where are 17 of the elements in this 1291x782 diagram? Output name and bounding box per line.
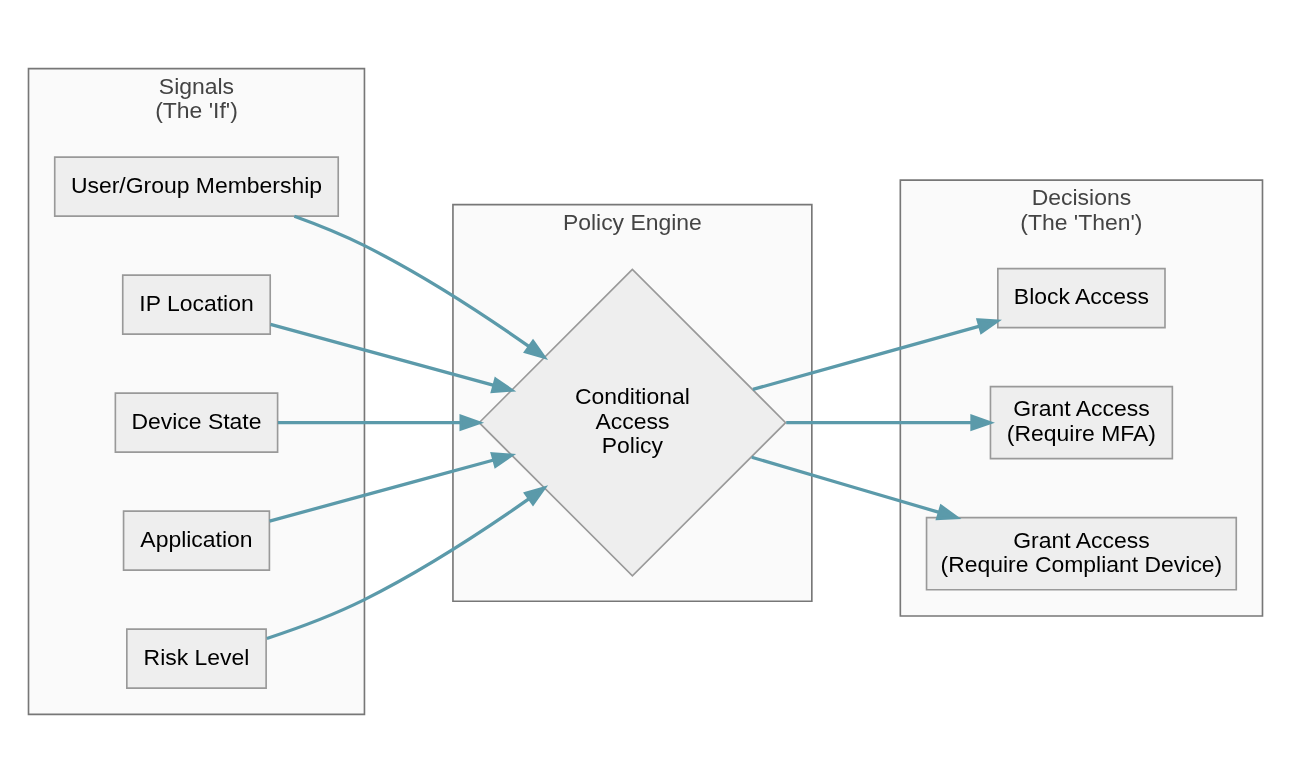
node-diamond: Conditional Access Policy [478, 267, 787, 577]
node-box: Application [122, 509, 271, 571]
arrow [266, 484, 549, 640]
node-box: Block Access [997, 267, 1166, 328]
arrow [786, 413, 995, 431]
node-box: User/Group Membership [53, 155, 340, 217]
arrow [269, 451, 517, 523]
arrow [270, 322, 517, 393]
arrow [752, 317, 1002, 391]
node-box: Grant Access (Require Compliant Device) [925, 516, 1238, 591]
arrow [278, 413, 485, 431]
node-box: Device State [114, 391, 279, 453]
node-box: Grant Access (Require MFA) [989, 385, 1174, 459]
node-box: Risk Level [126, 627, 267, 689]
arrow [293, 214, 549, 360]
arrow [751, 455, 962, 520]
node-box: IP Location [121, 273, 272, 335]
